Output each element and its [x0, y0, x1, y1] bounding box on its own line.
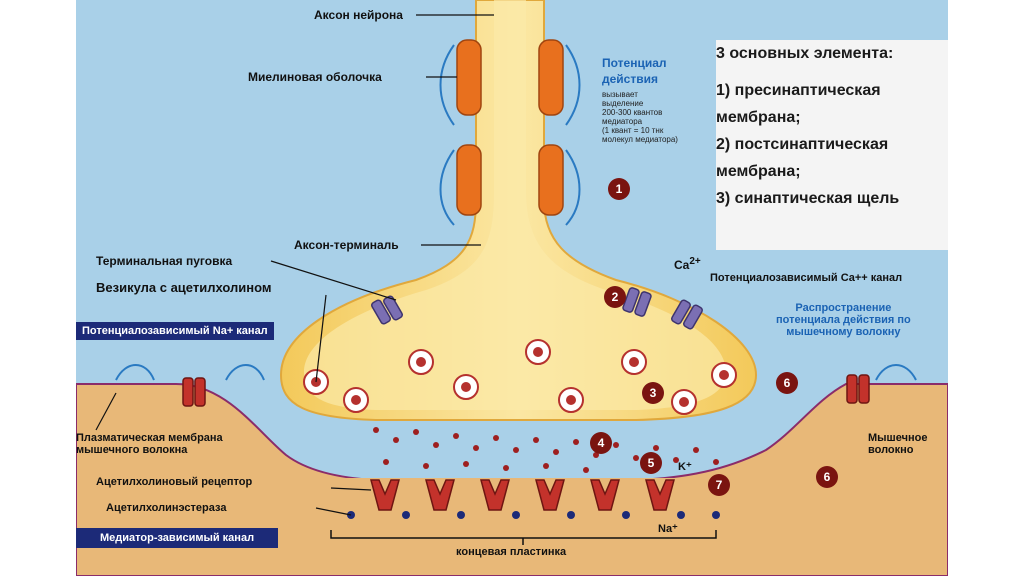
note-line: молекул медиатора)	[602, 135, 678, 144]
info-line: 2) постсинаптическая	[716, 136, 889, 153]
label-myelin: Миелиновая оболочка	[248, 70, 382, 84]
note-line: 200-300 квантов	[602, 108, 663, 117]
step-marker: 5	[640, 452, 662, 474]
label-propagation: Распространение потенциала действия по м…	[776, 302, 911, 338]
step-marker: 6	[776, 372, 798, 394]
label-action-potential-2: действия	[602, 72, 658, 86]
label-ligand-channel: Медиатор-зависимый канал	[76, 528, 279, 548]
label-muscle-fiber: Мышечное волокно	[868, 432, 927, 456]
muscle-line: волокно	[868, 444, 914, 456]
ca-charge: 2+	[689, 256, 701, 267]
info-box: 3 основных элемента: 1) пресинаптическая…	[716, 40, 948, 250]
info-title: 3 основных элемента:	[716, 45, 894, 62]
info-line: 1) пресинаптическая	[716, 82, 881, 99]
info-line: 3) синаптическая щель	[716, 190, 900, 207]
muscle-propagation-arcs	[115, 364, 917, 381]
label-ach-receptor: Ацетилхолиновый рецептор	[96, 476, 253, 488]
plasma-line: мышечного волокна	[76, 444, 188, 456]
plasma-line: Плазматическая мембрана	[76, 432, 223, 444]
label-terminal-bouton: Терминальная пуговка	[96, 254, 233, 268]
label-na-channel: Потенциалозависимый Na+ канал	[76, 322, 274, 340]
label-plasma-membrane: Плазматическая мембрана мышечного волокн…	[76, 432, 223, 456]
label-k-ion: K⁺	[678, 461, 692, 473]
label-vesicle: Везикула с ацетилхолином	[96, 280, 272, 295]
vesicle-contents	[311, 347, 729, 407]
label-na-ion: Na⁺	[658, 523, 678, 535]
propagation-line: потенциала действия по	[776, 314, 911, 326]
myelin-sheath	[456, 39, 564, 216]
sodium-channels	[182, 374, 870, 407]
label-ca: Ca2+	[674, 256, 701, 272]
label-end-plate: концевая пластинка	[456, 546, 567, 558]
ca-symbol: Ca	[674, 258, 690, 272]
note-line: выделение	[602, 99, 644, 108]
label-action-potential-1: Потенциал	[602, 56, 667, 70]
label-ca-channel: Потенциалозависимый Ca++ канал	[710, 272, 903, 284]
step-marker: 1	[608, 178, 630, 200]
muscle-line: Мышечное	[868, 432, 928, 444]
label-ache: Ацетилхолинэстераза	[106, 502, 227, 514]
info-line: мембрана;	[716, 163, 801, 180]
synapse-diagram: Аксон нейрона Миелиновая оболочка Потенц…	[76, 0, 948, 576]
step-marker: 7	[708, 474, 730, 496]
note-line: медиатора	[602, 117, 643, 126]
note-line: (1 квант = 10 тнк	[602, 126, 664, 135]
calcium-channels	[371, 287, 703, 330]
propagation-line: Распространение	[795, 302, 892, 314]
step-marker: 3	[642, 382, 664, 404]
label-axon-terminal: Аксон-терминаль	[294, 238, 399, 252]
note-line: вызывает	[602, 90, 638, 99]
step-marker: 4	[590, 432, 612, 454]
leader-lines	[95, 14, 494, 516]
action-potential-arcs	[439, 44, 581, 226]
acetylcholine-molecules	[373, 427, 719, 473]
end-plate-brace	[330, 530, 717, 545]
axon-core	[304, 0, 726, 410]
step-marker: 2	[604, 286, 626, 308]
propagation-line: мышечному волокну	[786, 326, 901, 338]
acetylcholine-receptors	[370, 479, 675, 511]
step-marker: 6	[816, 466, 838, 488]
info-line: мембрана;	[716, 109, 801, 126]
info-spacer	[716, 67, 948, 77]
label-axon: Аксон нейрона	[314, 8, 403, 22]
acetylcholinesterase	[347, 511, 720, 519]
action-potential-note: вызывает выделение 200-300 квантов медиа…	[602, 90, 678, 144]
